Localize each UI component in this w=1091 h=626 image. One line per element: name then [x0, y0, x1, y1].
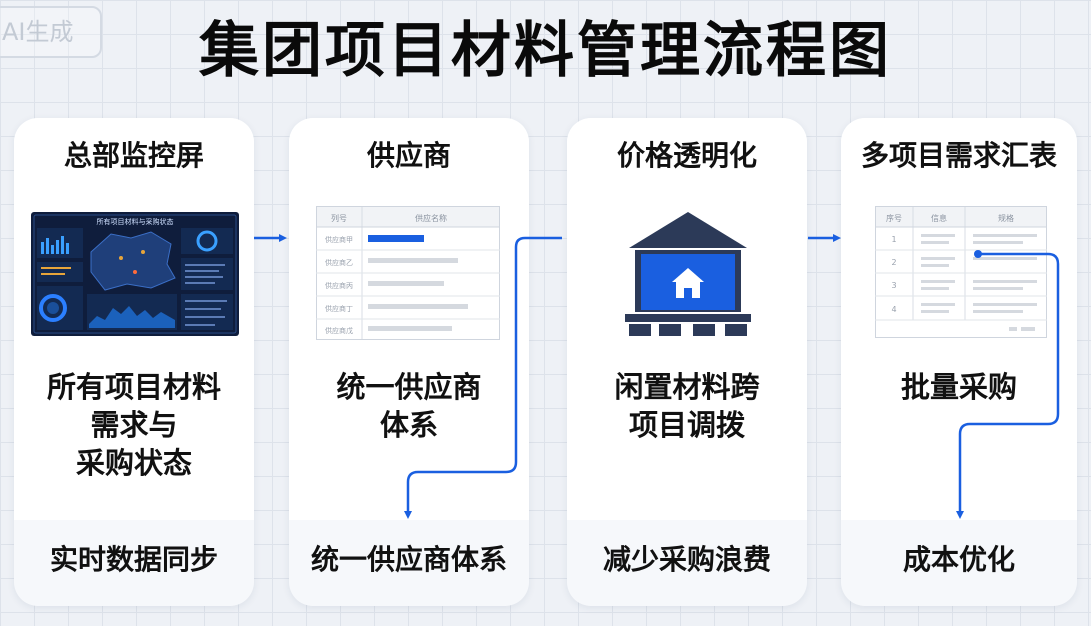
table-row-label: 3	[891, 281, 896, 290]
card-footer-text: 统一供应商体系	[310, 543, 507, 576]
card-footer-text: 实时数据同步	[49, 543, 218, 576]
body-line: 采购状态	[75, 446, 192, 480]
body-line: 统一供应商	[336, 370, 482, 404]
body-line: 需求与	[90, 408, 178, 442]
table-row-label: 2	[891, 258, 896, 267]
table-header: 规格	[998, 213, 1014, 223]
body-line: 体系	[379, 408, 438, 442]
card-body-text: 统一供应商 体系	[289, 368, 529, 444]
card-title: 多项目需求汇表	[860, 139, 1057, 172]
body-line: 项目调拨	[628, 408, 745, 442]
card-price-transparency: 价格透明化 闲置材料跨 项目调拨 减少采购浪费	[567, 118, 807, 606]
body-line: 批量采购	[900, 370, 1017, 404]
table-row-label: 供应商甲	[325, 235, 353, 244]
table-header: 序号	[886, 213, 902, 223]
table-row-label: 1	[891, 235, 896, 244]
dashboard-screen-illustration: 所有项目材料与采购状态	[31, 212, 239, 336]
card-demand-summary: 多项目需求汇表 序号 信息 规格 1 2 3 4 批量采购 成本优化	[841, 118, 1077, 606]
page-title: 集团项目材料管理流程图	[199, 16, 892, 86]
table-row-label: 供应商丙	[325, 281, 353, 290]
table-header: 供应名称	[415, 213, 447, 223]
table-row-label: 4	[891, 305, 896, 314]
table-row-label: 供应商戊	[325, 326, 353, 335]
table-header: 信息	[931, 213, 947, 223]
card-body-text: 批量采购	[841, 368, 1077, 406]
ai-generated-badge: AI生成	[0, 6, 102, 58]
card-title: 总部监控屏	[63, 139, 204, 172]
card-body-text: 闲置材料跨 项目调拨	[567, 368, 807, 444]
card-footer-text: 减少采购浪费	[602, 543, 771, 576]
table-header: 列号	[331, 213, 347, 223]
card-title: 供应商	[366, 139, 451, 172]
card-footer-text: 成本优化	[902, 543, 1015, 576]
supplier-table-illustration: 列号 供应名称 供应商甲 供应商乙 供应商丙 供应商丁 供应商戊	[316, 206, 500, 340]
body-line: 闲置材料跨	[614, 370, 760, 404]
body-line: 所有项目材料	[46, 370, 221, 404]
warehouse-icon	[625, 212, 751, 336]
demand-table-illustration: 序号 信息 规格 1 2 3 4	[875, 206, 1047, 338]
screen-title: 所有项目材料与采购状态	[97, 217, 174, 226]
card-title: 价格透明化	[616, 139, 757, 172]
table-row-label: 供应商丁	[325, 304, 353, 313]
card-hq-monitor: 总部监控屏 所有项目材料与采购状态 所有项目材料 需求与 采购状态 实时数据同步	[14, 118, 254, 606]
card-body-text: 所有项目材料 需求与 采购状态	[14, 368, 254, 482]
table-row-label: 供应商乙	[325, 258, 353, 267]
card-supplier: 供应商 列号 供应名称 供应商甲 供应商乙 供应商丙 供应商丁 供应商戊 统一供…	[289, 118, 529, 606]
